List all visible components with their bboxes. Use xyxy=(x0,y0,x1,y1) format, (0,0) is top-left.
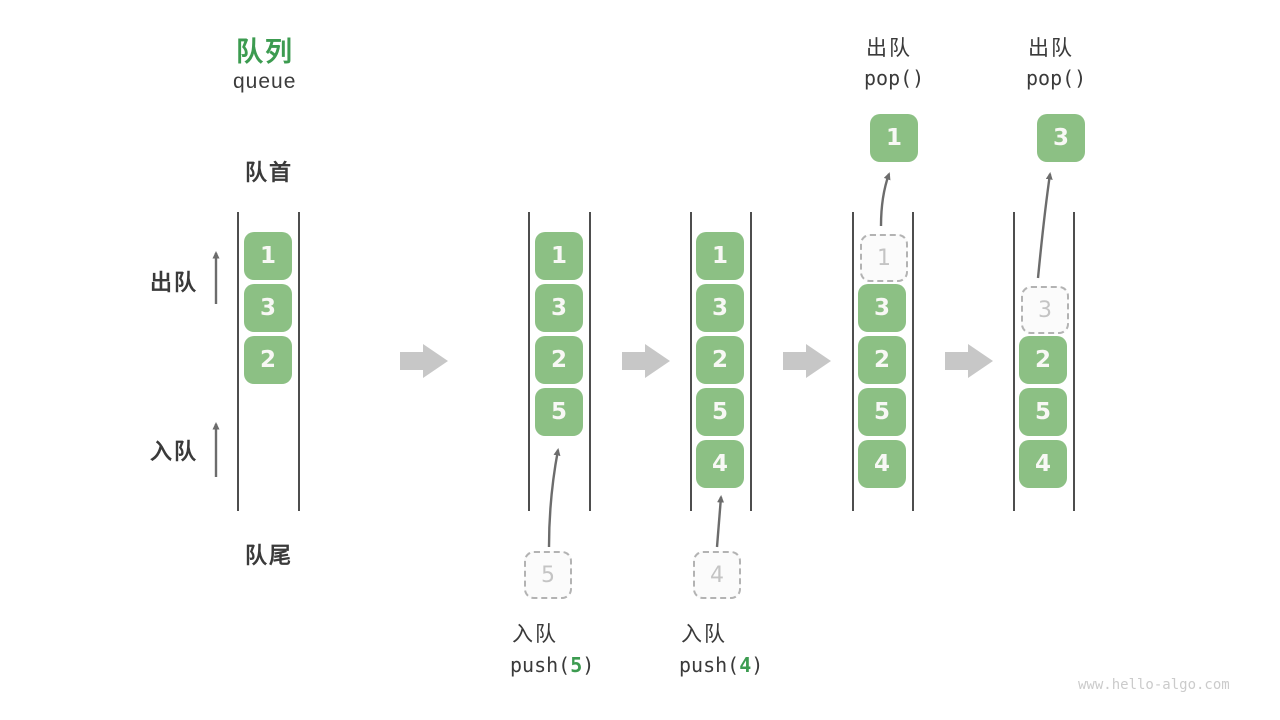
queue-cell: 5 xyxy=(535,388,583,436)
popped-cell: 3 xyxy=(1037,114,1085,162)
queue-cell: 2 xyxy=(696,336,744,384)
ghost-cell: 3 xyxy=(1021,286,1069,334)
queue-wall-left xyxy=(528,212,530,511)
queue-cell: 4 xyxy=(858,440,906,488)
pop-arrow-icon xyxy=(879,172,891,227)
diagram-title-en: queue xyxy=(233,70,297,93)
ghost-cell: 5 xyxy=(524,551,572,599)
flow-arrow-icon xyxy=(945,344,993,378)
queue-wall-right xyxy=(750,212,752,511)
queue-cell: 3 xyxy=(535,284,583,332)
queue-cell: 1 xyxy=(535,232,583,280)
flow-arrow-icon xyxy=(783,344,831,378)
queue-cell: 1 xyxy=(696,232,744,280)
popped-cell: 1 xyxy=(870,114,918,162)
label-pop-call: pop() xyxy=(1026,66,1087,90)
label-enqueue-side: 入队 xyxy=(150,439,199,464)
push-arrow-icon xyxy=(547,448,561,548)
label-queue-rear: 队尾 xyxy=(245,543,294,568)
queue-wall-right xyxy=(589,212,591,511)
queue-wall-right xyxy=(912,212,914,511)
queue-cell: 2 xyxy=(244,336,292,384)
queue-cell: 3 xyxy=(696,284,744,332)
push-call-pre: push( xyxy=(679,653,740,677)
label-push-call: push(4) xyxy=(679,653,763,677)
queue-wall-left xyxy=(1013,212,1015,511)
flow-arrow-icon xyxy=(622,344,670,378)
label-dequeue-side: 出队 xyxy=(150,270,199,295)
label-dequeue-op: 出队 xyxy=(1028,37,1074,60)
queue-cell: 2 xyxy=(858,336,906,384)
queue-cell: 4 xyxy=(696,440,744,488)
push-call-arg: 4 xyxy=(739,653,752,677)
label-enqueue-op: 入队 xyxy=(512,623,558,646)
queue-cell: 5 xyxy=(1019,388,1067,436)
queue-cell: 3 xyxy=(244,284,292,332)
push-call-post: ) xyxy=(582,653,595,677)
queue-cell: 5 xyxy=(696,388,744,436)
queue-cell: 2 xyxy=(535,336,583,384)
queue-cell: 2 xyxy=(1019,336,1067,384)
push-call-arg: 5 xyxy=(570,653,583,677)
pop-arrow-icon xyxy=(1036,172,1053,279)
flow-arrow-icon xyxy=(400,344,448,378)
push-call-pre: push( xyxy=(510,653,571,677)
queue-cell: 3 xyxy=(858,284,906,332)
diagram-title-zh: 队列 xyxy=(236,37,294,67)
label-dequeue-op: 出队 xyxy=(866,37,912,60)
label-push-call: push(5) xyxy=(510,653,594,677)
queue-cell: 4 xyxy=(1019,440,1067,488)
ghost-cell: 1 xyxy=(860,234,908,282)
ghost-cell: 4 xyxy=(693,551,741,599)
label-queue-front: 队首 xyxy=(245,160,294,185)
push-call-post: ) xyxy=(751,653,764,677)
queue-cell: 1 xyxy=(244,232,292,280)
push-arrow-icon xyxy=(715,495,725,548)
queue-wall-right xyxy=(298,212,300,511)
watermark: www.hello-algo.com xyxy=(1078,677,1230,693)
queue-wall-left xyxy=(237,212,239,511)
queue-wall-left xyxy=(852,212,854,511)
queue-wall-left xyxy=(690,212,692,511)
queue-cell: 5 xyxy=(858,388,906,436)
label-pop-call: pop() xyxy=(864,66,925,90)
label-enqueue-op: 入队 xyxy=(681,623,727,646)
queue-wall-right xyxy=(1073,212,1075,511)
